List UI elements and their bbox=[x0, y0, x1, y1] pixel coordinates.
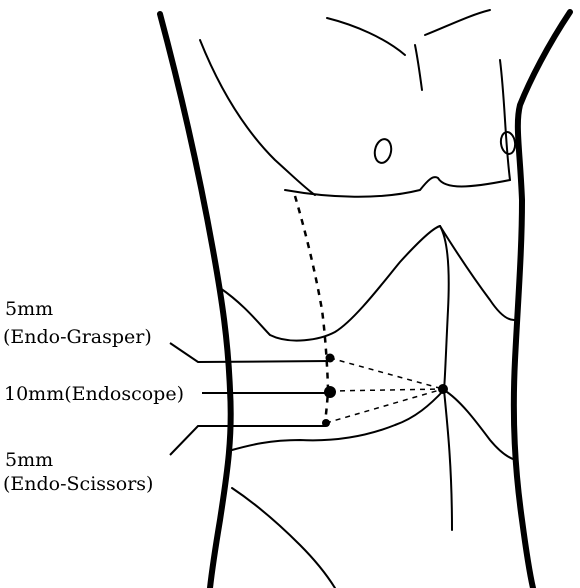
triangulation-lines bbox=[326, 358, 443, 423]
sternum-line bbox=[415, 45, 422, 90]
grasper-leader-line bbox=[170, 343, 330, 362]
scissors-port-marker bbox=[322, 419, 330, 427]
scissors-to-target-line bbox=[326, 389, 443, 423]
left-nipple bbox=[373, 138, 394, 165]
endoscope-port-marker bbox=[324, 386, 336, 398]
target-point-marker bbox=[438, 384, 448, 394]
left-flank-outline bbox=[160, 14, 231, 588]
dashed-incision-line bbox=[295, 196, 328, 422]
scissors-size-label: 5mm bbox=[5, 449, 53, 471]
leader-lines bbox=[170, 343, 330, 455]
abdomen-lower-right-contour bbox=[444, 390, 516, 460]
abdomen-right-contour bbox=[440, 226, 514, 320]
abdomen-upper-contour bbox=[220, 226, 440, 341]
right-flank-outline bbox=[514, 12, 570, 588]
endoscope-label: 10mm(Endoscope) bbox=[4, 383, 184, 405]
right-clavicle-line bbox=[425, 10, 490, 35]
abdomen-center-line bbox=[440, 226, 452, 530]
right-armpit-line bbox=[500, 60, 510, 180]
grasper-to-target-line bbox=[330, 358, 443, 389]
anatomy-lines bbox=[200, 10, 516, 588]
torso-outline bbox=[160, 10, 570, 588]
scissors-name-label: (Endo-Scissors) bbox=[3, 473, 153, 495]
left-chest-contour bbox=[200, 40, 315, 195]
left-clavicle-line bbox=[327, 18, 405, 55]
pectoral-lower-line bbox=[285, 177, 510, 197]
grasper-name-label: (Endo-Grasper) bbox=[3, 326, 152, 348]
grasper-size-label: 5mm bbox=[5, 298, 53, 320]
endoscope-to-target-line bbox=[330, 389, 443, 391]
grasper-port-marker bbox=[326, 354, 335, 363]
hip-contour bbox=[232, 488, 335, 588]
